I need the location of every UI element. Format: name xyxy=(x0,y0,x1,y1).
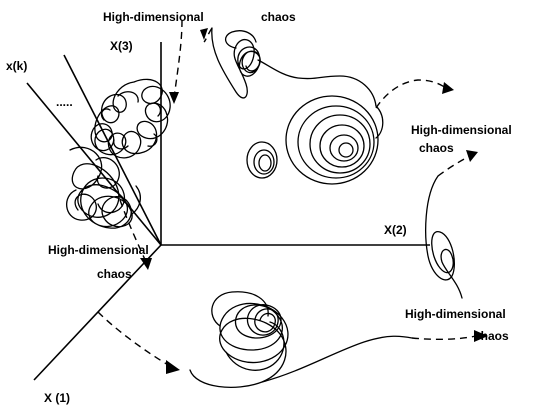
arrowhead-right-chaos xyxy=(466,150,478,162)
arrowhead-center-right xyxy=(442,82,454,94)
bottom-chaos-title-line1: High-dimensional xyxy=(405,308,506,320)
small-loop-3 xyxy=(259,155,271,171)
top-attractor-loop xyxy=(226,31,256,48)
x3-axis-label: X(3) xyxy=(110,40,133,52)
right-chaos-title-line1: High-dimensional xyxy=(411,124,512,136)
center-chaos-title-line2: chaos xyxy=(97,268,132,280)
x1-axis-label: X (1) xyxy=(44,392,70,404)
arrow-right-chaos xyxy=(438,156,470,176)
top-attractor-tail xyxy=(258,60,376,106)
top-chaos-title-line1: High-dimensional xyxy=(103,11,204,23)
attractor-ring xyxy=(91,79,170,157)
center-loop-1 xyxy=(286,96,378,184)
xk-axis-line-2 xyxy=(64,55,161,245)
bottom-attractor-curve xyxy=(190,303,288,387)
right-attractor-curve xyxy=(426,176,462,298)
center-loop-3 xyxy=(310,115,370,173)
arrowhead-top-chaos xyxy=(200,28,208,40)
x1-axis xyxy=(34,245,161,380)
axes-ellipsis: ..... xyxy=(56,96,73,108)
top-chaos-title-line2: chaos xyxy=(261,11,296,23)
center-loop-6 xyxy=(339,143,353,157)
right-chaos-title-line2: chaos xyxy=(419,142,454,154)
center-loop-2 xyxy=(298,106,374,178)
attractor-bottom xyxy=(190,292,412,388)
xk-axis-line-1 xyxy=(27,83,161,245)
arrow-center-right xyxy=(376,80,446,108)
arrow-top-down xyxy=(174,20,182,98)
attractor-right xyxy=(426,176,462,298)
left-attractor-curve xyxy=(70,147,132,228)
arrowhead-x1-to-bottom xyxy=(166,360,180,374)
small-loop-1 xyxy=(247,142,277,178)
attractor-top xyxy=(212,28,376,106)
top-attractor-curve xyxy=(212,28,260,98)
center-chaos-title-line1: High-dimensional xyxy=(48,244,149,256)
attractor-center xyxy=(286,96,383,184)
xk-axis-label: x(k) xyxy=(6,60,27,72)
x2-axis-label: X(2) xyxy=(384,224,407,236)
axes-group xyxy=(27,42,430,380)
arrowhead-xk-to-center xyxy=(140,258,152,270)
arrow-bottom-right xyxy=(412,336,476,339)
arrow-x1-to-bottom xyxy=(98,312,170,366)
attractor-left-plane xyxy=(67,147,141,228)
bottom-chaos-title-line2: chaos xyxy=(474,330,509,342)
attractor-small xyxy=(247,142,277,178)
